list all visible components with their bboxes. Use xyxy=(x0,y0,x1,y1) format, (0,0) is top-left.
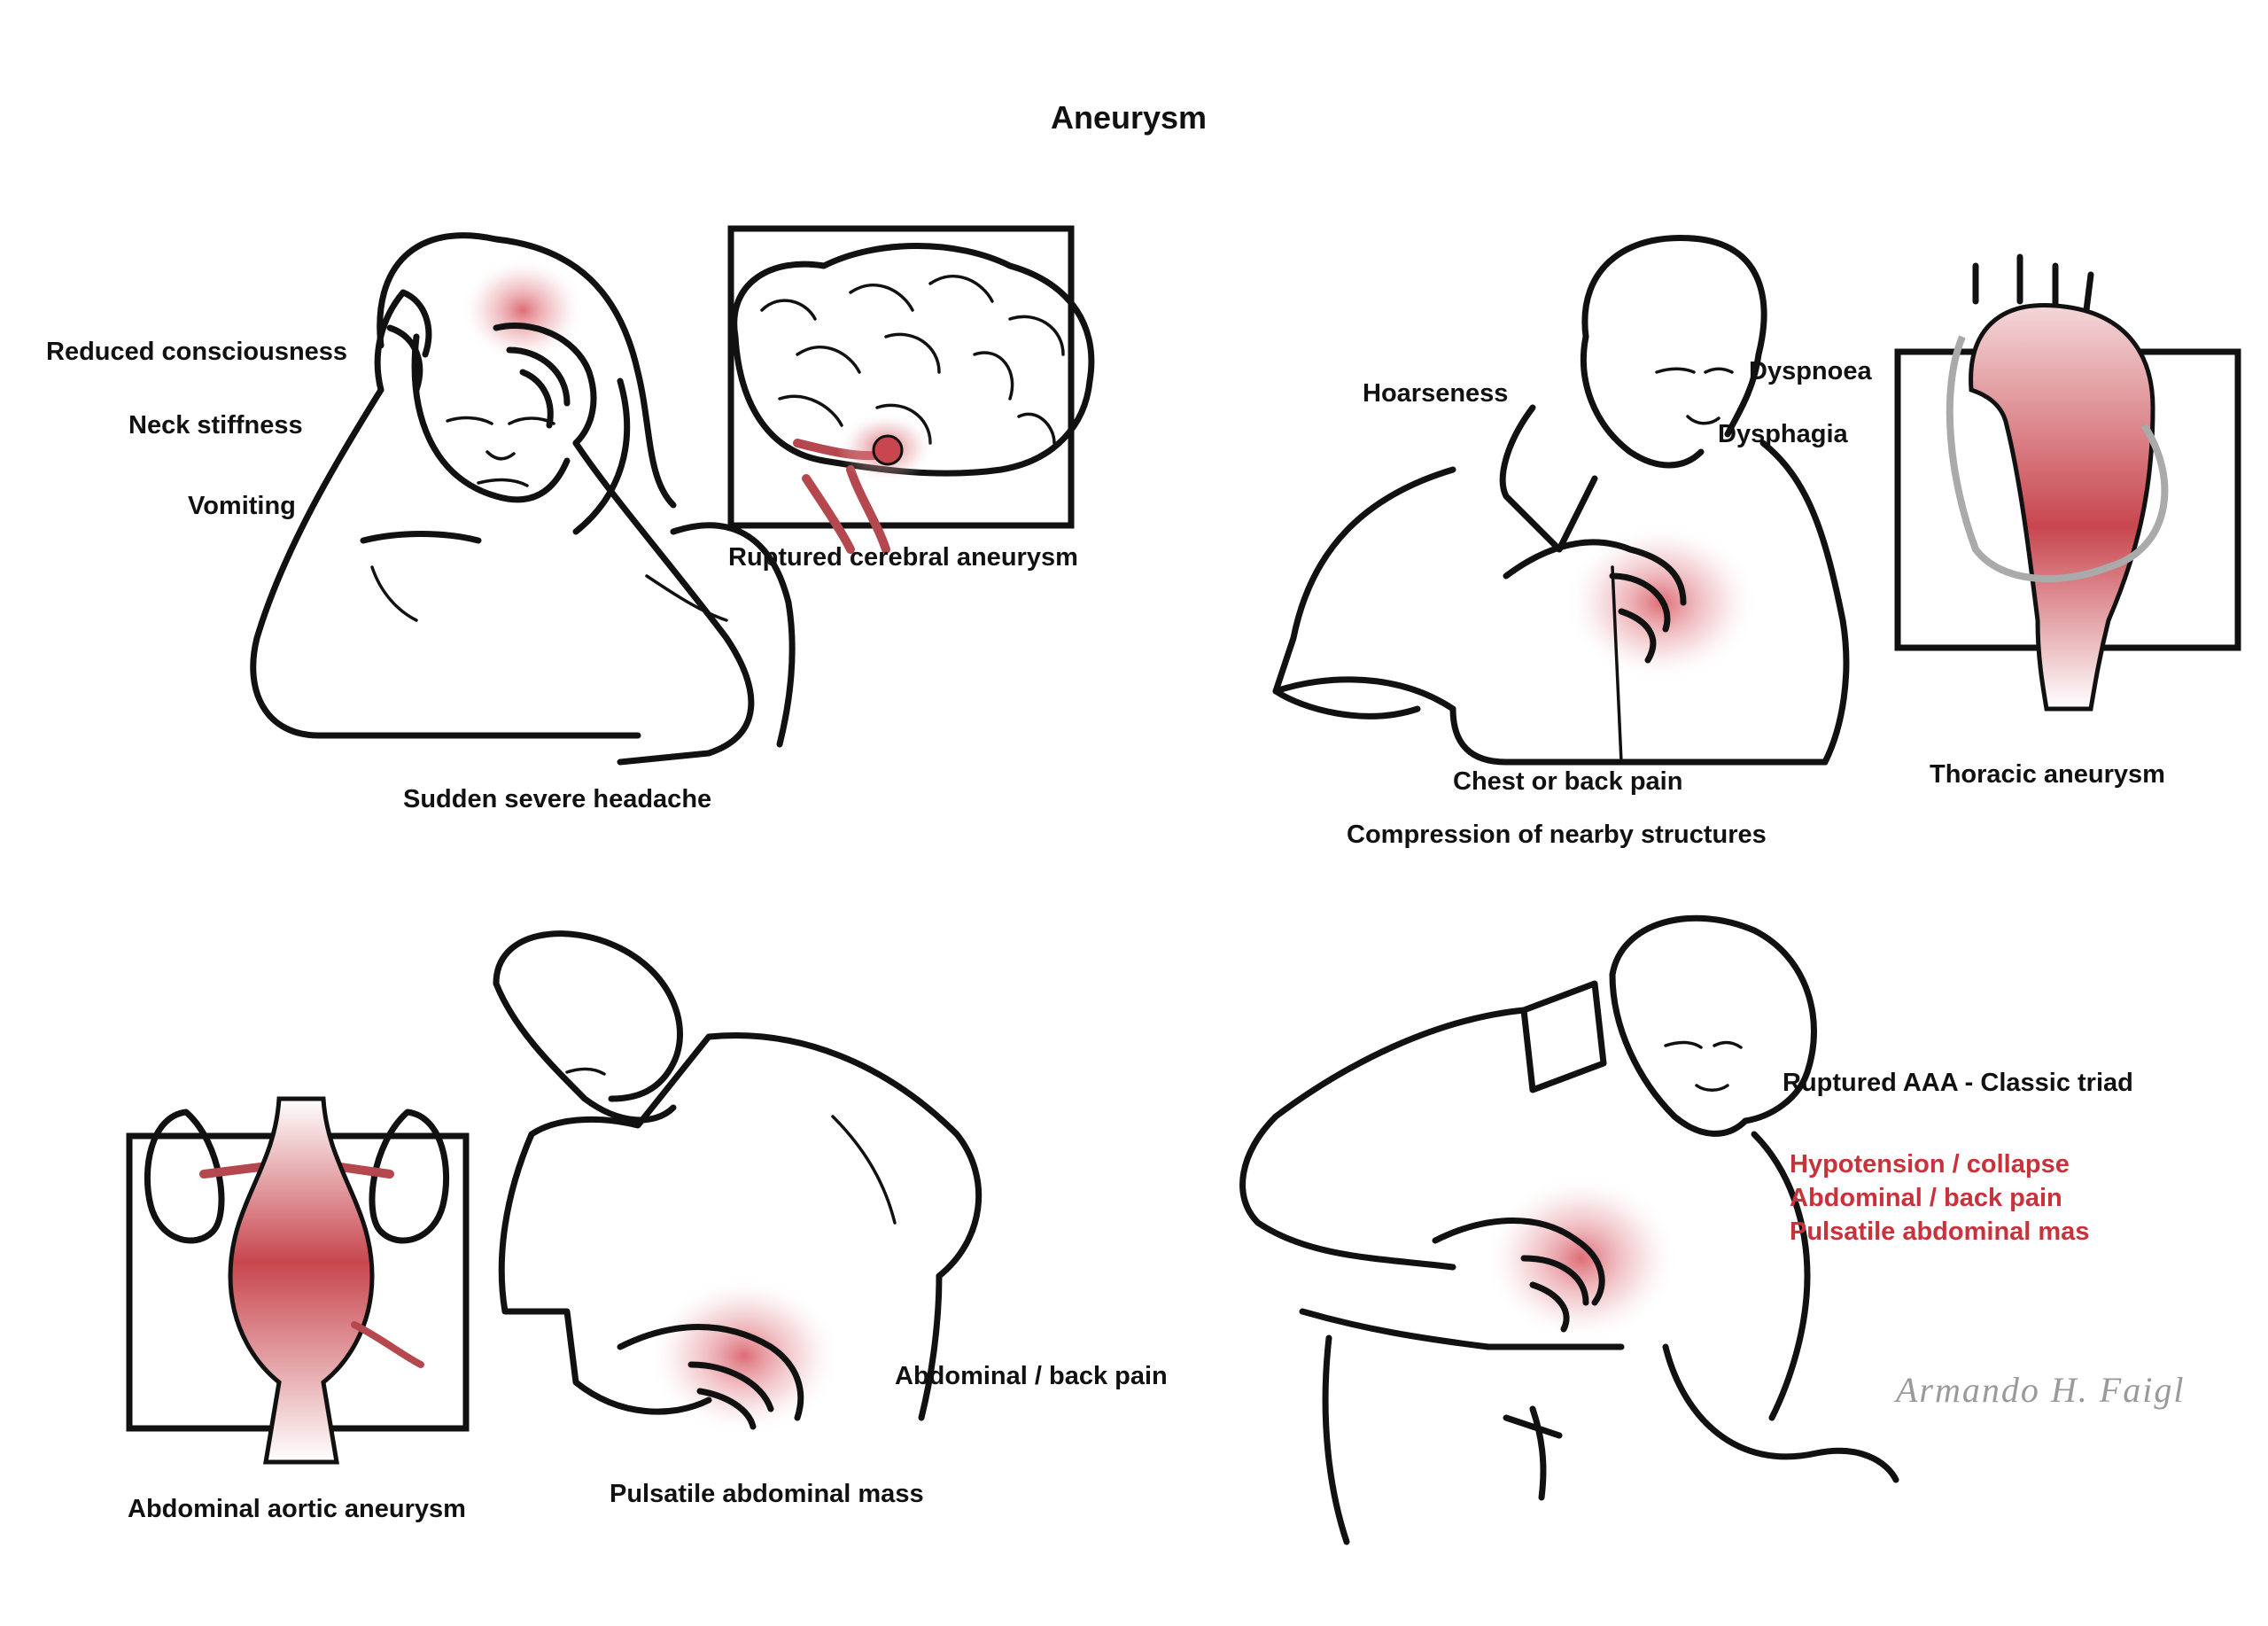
symptom-neck-stiffness: Neck stiffness xyxy=(128,411,303,440)
man-abdominal-pain-figure xyxy=(493,930,983,1435)
page-title: Aneurysm xyxy=(1051,99,1208,136)
caption-compression: Compression of nearby structures xyxy=(1347,821,1767,849)
woman-headache-figure xyxy=(250,232,796,766)
man-chest-pain-figure xyxy=(1272,235,1850,766)
caption-chest-back-pain: Chest or back pain xyxy=(1453,767,1683,796)
symptom-vomiting: Vomiting xyxy=(188,492,296,520)
head-pain-glow xyxy=(461,257,585,363)
symptom-dyspnoea: Dyspnoea xyxy=(1749,357,1872,385)
symptom-reduced-consciousness: Reduced consciousness xyxy=(46,338,348,366)
abdominal-aorta-inset xyxy=(126,1096,470,1465)
triad-hypotension: Hypotension / collapse xyxy=(1790,1150,2070,1179)
caption-sudden-headache: Sudden severe headache xyxy=(403,785,712,813)
symptom-hoarseness: Hoarseness xyxy=(1363,379,1509,408)
symptom-dysphagia: Dysphagia xyxy=(1718,420,1848,448)
triad-abdominal-back-pain: Abdominal / back pain xyxy=(1790,1184,2062,1212)
caption-thoracic-aneurysm: Thoracic aneurysm xyxy=(1930,760,2165,789)
triad-pulsatile-mass: Pulsatile abdominal mas xyxy=(1790,1218,2090,1246)
brain-inset xyxy=(727,225,1095,554)
thoracic-aorta-inset xyxy=(1894,253,2241,712)
caption-pulsatile-mass: Pulsatile abdominal mass xyxy=(610,1480,924,1508)
caption-abdominal-aortic-aneurysm: Abdominal aortic aneurysm xyxy=(128,1495,466,1523)
caption-ruptured-cerebral-aneurysm: Ruptured cerebral aneurysm xyxy=(728,543,1078,572)
ruptured-pain-glow xyxy=(1484,1174,1679,1342)
ruptured-aaa-heading: Ruptured AAA - Classic triad xyxy=(1783,1069,2133,1097)
caption-abdominal-back-pain: Abdominal / back pain xyxy=(895,1362,1168,1390)
abdomen-pain-glow xyxy=(647,1276,842,1435)
man-ruptured-aaa-figure xyxy=(1239,914,1899,1545)
artist-signature: Armando H. Faigl xyxy=(1896,1370,2186,1410)
